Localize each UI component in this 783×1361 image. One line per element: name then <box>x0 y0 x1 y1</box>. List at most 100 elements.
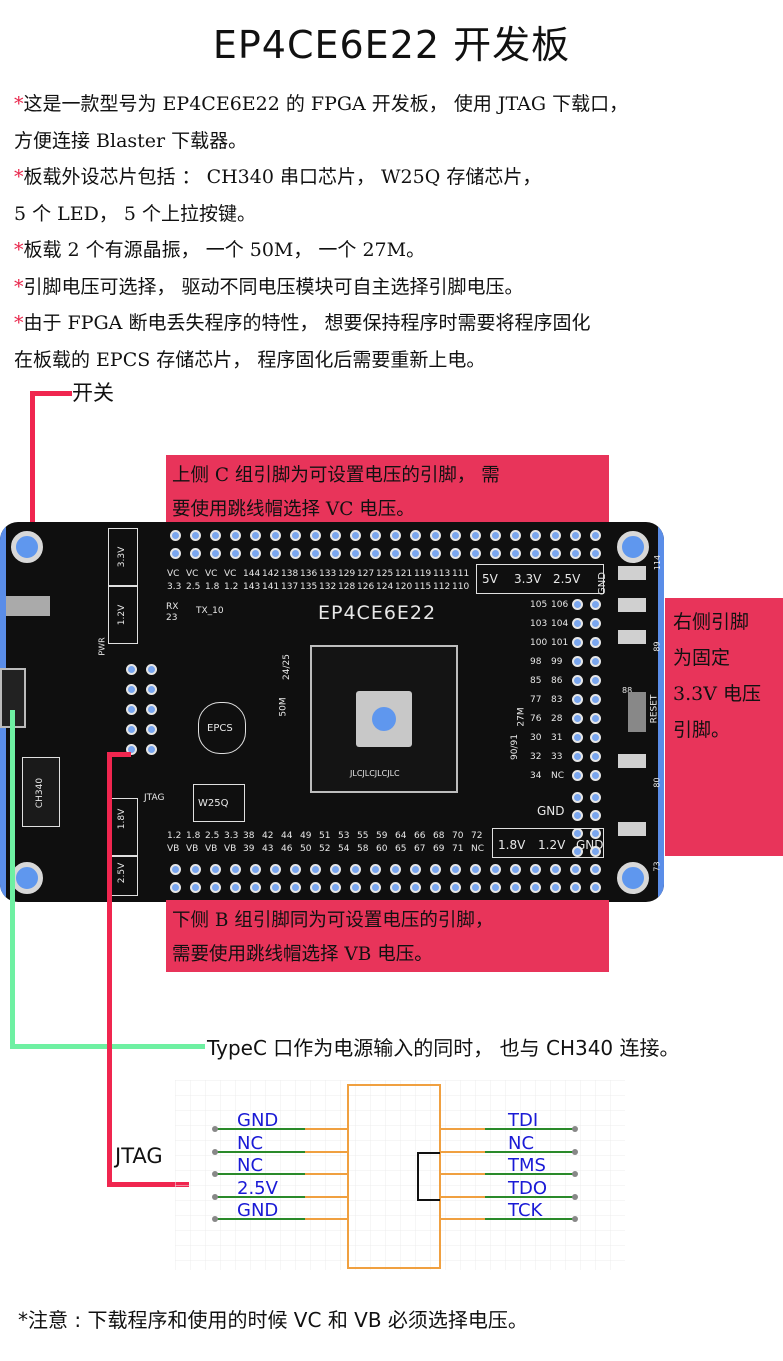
pin-label: 121 <box>395 569 413 579</box>
pin-label: 55 <box>357 831 369 841</box>
header-pin <box>170 548 181 559</box>
pin-label: 52 <box>319 844 331 854</box>
header-pin <box>430 864 441 875</box>
header-pin <box>590 656 601 667</box>
header-pin <box>510 882 521 893</box>
jtag-node <box>572 1171 578 1177</box>
jtag-callout-line <box>107 1182 189 1187</box>
header-pin <box>590 530 601 541</box>
pin-label: 103 <box>530 619 548 629</box>
header-pin <box>590 751 601 762</box>
pin-label: 70 <box>452 831 464 841</box>
silk-5v: 5V <box>482 572 498 586</box>
pin-label: 133 <box>319 569 337 579</box>
jtag-pin-label-left: NC <box>237 1155 263 1176</box>
jtag-pin <box>126 684 137 695</box>
header-pin <box>330 530 341 541</box>
header-pin <box>490 548 501 559</box>
header-pin <box>350 530 361 541</box>
footer-note: *注意 : 下载程序和使用的时候 VC 和 VB 必须选择电压。 <box>18 1308 528 1332</box>
pin-label: 42 <box>262 831 274 841</box>
header-pin <box>230 864 241 875</box>
header-pin <box>590 864 601 875</box>
jtag-pin-label-left: GND <box>237 1200 278 1221</box>
header-pin <box>570 864 581 875</box>
desc-line: 在板载的 EPCS 存储芯片， 程序固化后需要重新上电。 <box>14 348 486 371</box>
pin-label: VB <box>186 844 199 854</box>
desc-line: *由于 FPGA 断电丢失程序的特性， 想要保持程序时需要将程序固化 <box>14 312 591 334</box>
header-pin <box>470 530 481 541</box>
pin-label: 1.2 <box>167 831 182 841</box>
silk-num88: 88 <box>622 686 633 695</box>
header-pin <box>570 548 581 559</box>
description: *这是一款型号为 EP4CE6E22 的 FPGA 开发板， 使用 JTAG 下… <box>14 86 774 378</box>
pin-label: 83 <box>551 695 563 705</box>
silk-1v8: 1.8V <box>498 838 526 852</box>
jtag-node <box>212 1216 218 1222</box>
header-pin <box>450 548 461 559</box>
pin-label: 110 <box>452 582 470 592</box>
header-pin <box>410 882 421 893</box>
desc-line: *引脚电压可选择， 驱动不同电压模块可自主选择引脚电压。 <box>14 275 524 298</box>
header-pin <box>170 864 181 875</box>
pin-label: 138 <box>281 569 299 579</box>
header-pin <box>390 882 401 893</box>
header-pin <box>270 530 281 541</box>
header-pin <box>350 548 361 559</box>
pin-label: 65 <box>395 844 407 854</box>
header-pin <box>530 548 541 559</box>
pin-label: VB <box>224 844 237 854</box>
header-pin <box>572 751 583 762</box>
pin-label: 86 <box>551 676 563 686</box>
desc-line: 5 个 LED， 5 个上拉按键。 <box>14 202 257 225</box>
pin-label: VB <box>167 844 180 854</box>
pin-label: 39 <box>243 844 255 854</box>
header-pin <box>530 864 541 875</box>
pin-label: 69 <box>433 844 445 854</box>
desc-line: 方便连接 Blaster 下载器。 <box>14 129 248 152</box>
desc-line: *板载 2 个有源晶振， 一个 50M， 一个 27M。 <box>14 239 426 261</box>
mounting-hole <box>617 531 649 563</box>
jtag-node <box>212 1126 218 1132</box>
header-pin <box>550 882 561 893</box>
header-pin <box>590 810 601 821</box>
header-pin <box>572 732 583 743</box>
header-pin <box>350 864 361 875</box>
jtag-pin <box>146 744 157 755</box>
mounting-hole <box>617 862 649 894</box>
header-pin <box>470 864 481 875</box>
pin-label: 2.5 <box>186 582 201 592</box>
jtag-pin-label-right: NC <box>508 1133 534 1154</box>
pin-label: 129 <box>338 569 356 579</box>
header-pin <box>170 530 181 541</box>
header-pin <box>590 828 601 839</box>
pin-label: 137 <box>281 582 299 592</box>
led <box>618 630 646 644</box>
pin-label: 66 <box>414 831 426 841</box>
header-pin <box>290 548 301 559</box>
header-pin <box>210 530 221 541</box>
header-pin <box>590 882 601 893</box>
silk-osc27: 27M <box>516 707 527 727</box>
w25q-chip <box>193 784 245 822</box>
silk-num114: 114 <box>653 554 663 571</box>
header-pin <box>430 548 441 559</box>
jtag-pin-label-left: 2.5V <box>237 1178 279 1199</box>
header-pin <box>572 792 583 803</box>
pin-label: 104 <box>551 619 569 629</box>
header-pin <box>450 864 461 875</box>
jtag-callout-line <box>107 752 131 757</box>
pin-label: 113 <box>433 569 451 579</box>
pin-label: 71 <box>452 844 464 854</box>
jtag-pin <box>126 724 137 735</box>
header-pin <box>510 530 521 541</box>
jtag-node <box>212 1149 218 1155</box>
header-pin <box>470 548 481 559</box>
header-pin <box>190 864 201 875</box>
silk-gnd: GND <box>537 804 565 818</box>
connector-notch <box>417 1152 440 1201</box>
pin-label: 3.3 <box>224 831 239 841</box>
header-pin <box>490 530 501 541</box>
silk-2v5: 2.5V <box>117 862 128 884</box>
